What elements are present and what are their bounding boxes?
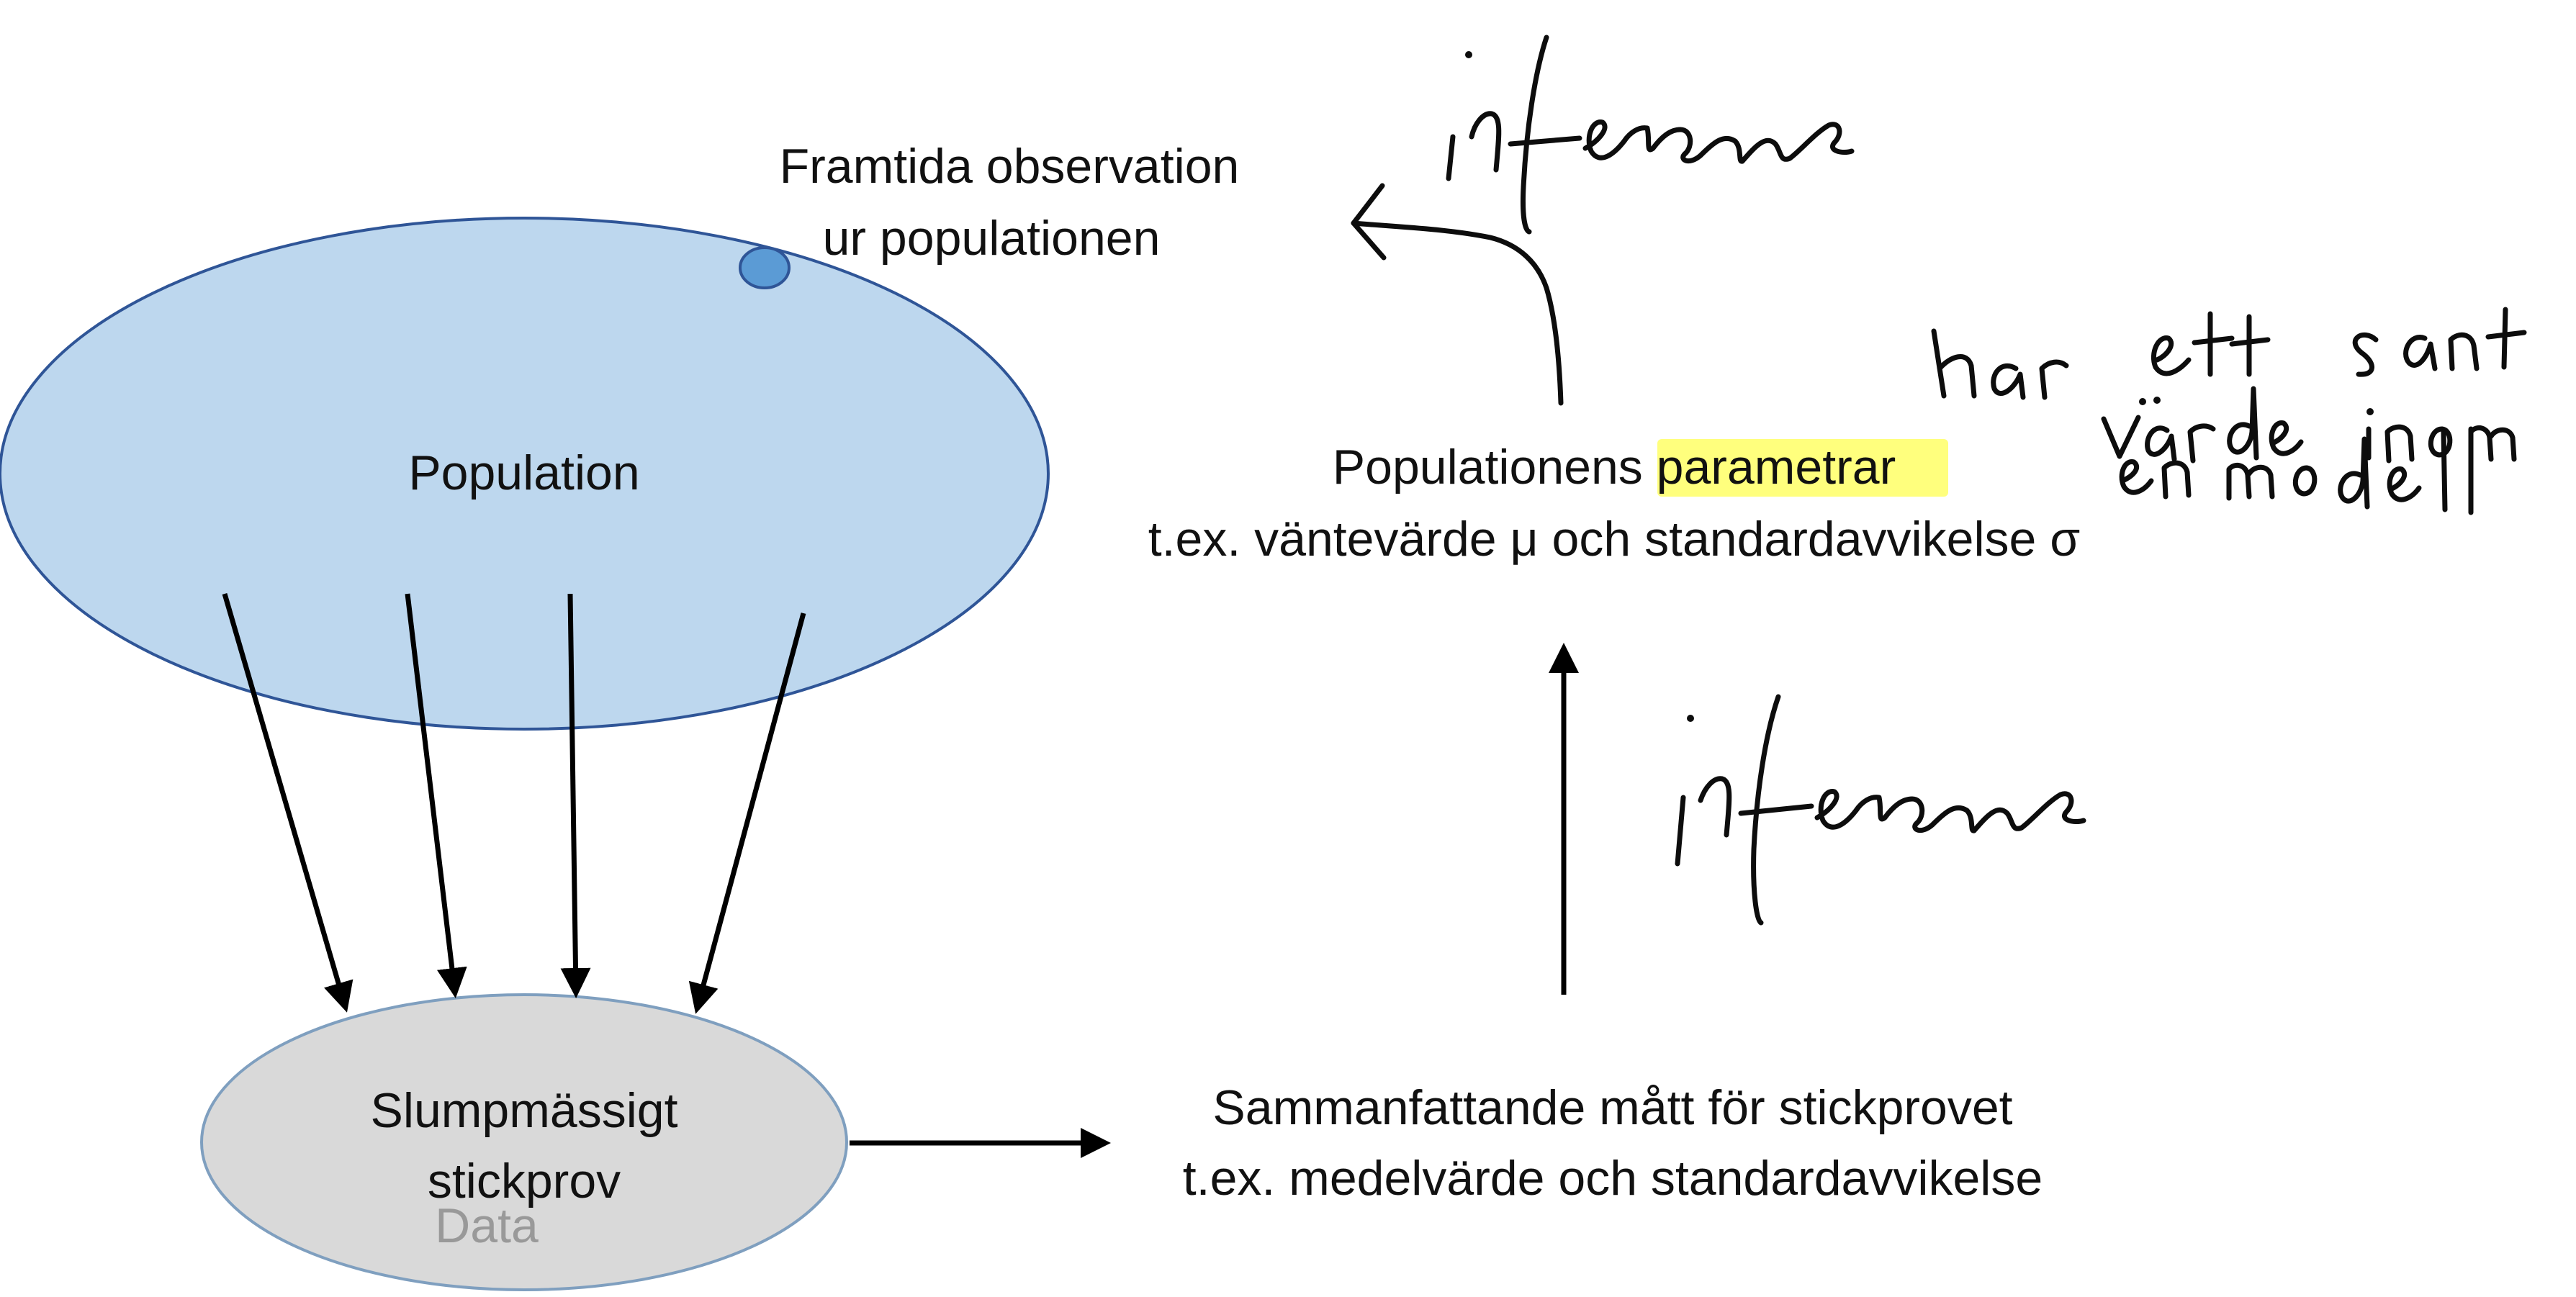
sampling-arrow-3 bbox=[560, 593, 591, 998]
sample-ellipse bbox=[200, 993, 848, 1291]
parameters-label-highlight: parametrar bbox=[1657, 440, 1896, 494]
curved-inference-arrow bbox=[1351, 220, 1564, 406]
sample-label-line2: stickprov bbox=[428, 1154, 621, 1208]
future-observation-label-line1: Framtida observation bbox=[780, 139, 1240, 194]
curved-arrow-head bbox=[1351, 183, 1387, 261]
future-observation-dot bbox=[739, 246, 791, 289]
parameters-label-prefix: Populationens bbox=[1333, 440, 1657, 494]
handwritten-inference-top bbox=[1351, 35, 1855, 406]
handwritten-note bbox=[1931, 307, 2527, 515]
sampling-arrow-1 bbox=[222, 593, 353, 1013]
sampling-arrow-2 bbox=[405, 593, 467, 998]
parametrar-highlight bbox=[1657, 439, 1948, 497]
sampling-arrow-4 bbox=[688, 613, 806, 1014]
sample-label-line1: Slumpmässigt bbox=[370, 1083, 677, 1138]
future-observation-label-line2: ur populationen bbox=[823, 211, 1161, 266]
population-ellipse bbox=[0, 217, 1050, 731]
parameters-label-line2: t.ex. väntevärde μ och standardavvikelse… bbox=[1148, 512, 2081, 566]
summary-label-line2: t.ex. medelvärde och standardavvikelse bbox=[1183, 1151, 2043, 1206]
parameters-label-line1: Populationens parametrar bbox=[1333, 440, 1896, 494]
summary-label-line1: Sammanfattande mått för stickprovet bbox=[1212, 1080, 2012, 1135]
sample-data-label: Data bbox=[435, 1198, 539, 1253]
population-label: Population bbox=[408, 446, 639, 500]
handwritten-inference-middle bbox=[1675, 694, 2086, 926]
